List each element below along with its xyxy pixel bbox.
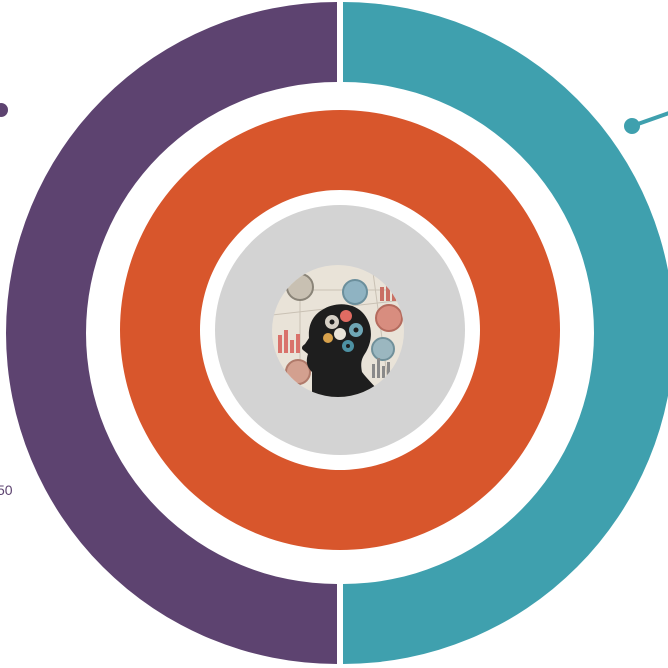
outer-ring-left-segment <box>6 2 337 664</box>
connector-right <box>624 111 668 134</box>
head-with-gears-icon <box>272 265 404 397</box>
connector-dot-right <box>624 118 640 134</box>
edge-label-fragment: 50 <box>0 482 13 498</box>
outer-ring-right-segment <box>343 2 668 664</box>
connector-dot-left <box>0 103 8 117</box>
middle-ring <box>120 110 561 550</box>
